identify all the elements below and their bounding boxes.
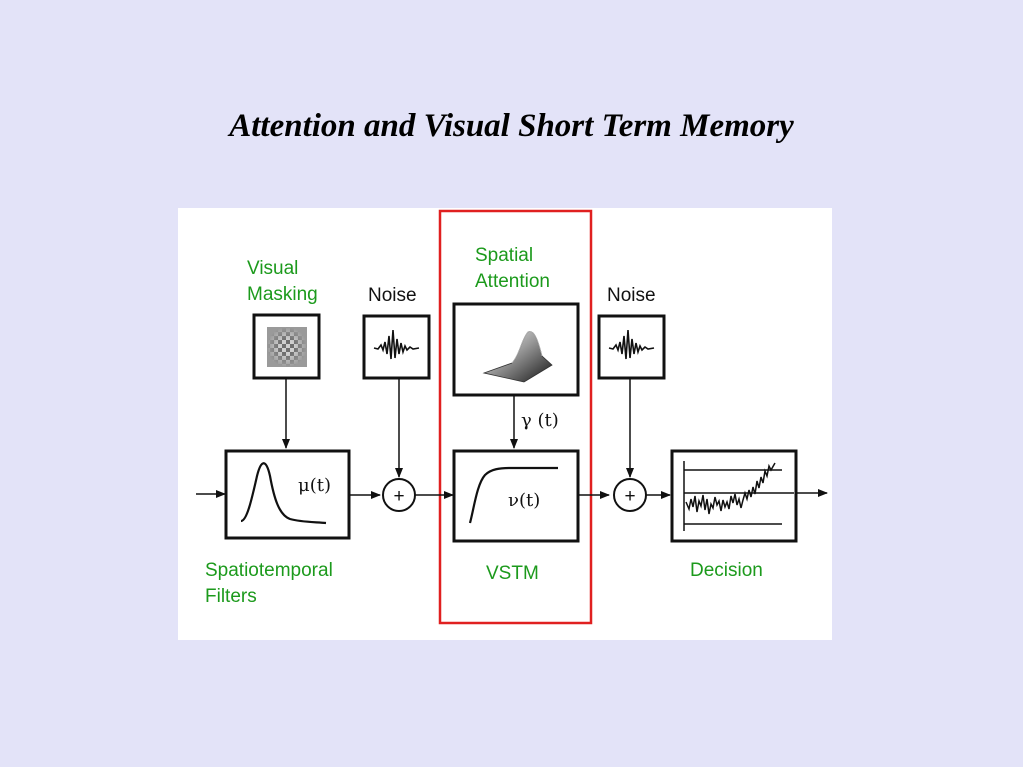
vstm-highlight-frame <box>438 209 593 625</box>
decision-random-walk-icon <box>683 461 794 531</box>
slide-title: Attention and Visual Short Term Memory <box>229 108 794 144</box>
model-diagram: Visual Masking μ(t) Spatiotemporal Filte… <box>178 208 832 640</box>
sum-symbol-2: + <box>624 486 635 507</box>
noise-label-2: Noise <box>607 285 656 306</box>
gamma-label: γ (t) <box>521 410 559 431</box>
noise-waveform-icon-2 <box>608 329 655 360</box>
vstm-label: VSTM <box>486 563 539 584</box>
vstm-accumulation-curve <box>468 466 558 524</box>
sum-symbol-1: + <box>393 486 404 507</box>
visual-masking-label: Visual Masking <box>247 258 318 305</box>
temporal-impulse-response-curve <box>240 462 327 525</box>
noise-waveform-icon-1 <box>373 329 420 360</box>
decision-label: Decision <box>690 560 763 581</box>
noise-box-1 <box>362 314 431 380</box>
nu-label: ν(t) <box>508 490 540 511</box>
checkerboard-mask-icon <box>267 327 307 367</box>
spatial-attention-label: Spatial Attention <box>475 245 550 292</box>
vstm-box <box>452 449 580 543</box>
attention-surface-icon <box>482 331 553 383</box>
spatial-attention-box <box>452 302 580 397</box>
spatiotemporal-filter-box <box>224 449 351 540</box>
model-diagram-svg: Visual Masking μ(t) Spatiotemporal Filte… <box>196 209 828 625</box>
spatiotemporal-filters-label: Spatiotemporal Filters <box>205 560 338 607</box>
noise-label-1: Noise <box>368 285 417 306</box>
mu-label: μ(t) <box>298 475 331 496</box>
